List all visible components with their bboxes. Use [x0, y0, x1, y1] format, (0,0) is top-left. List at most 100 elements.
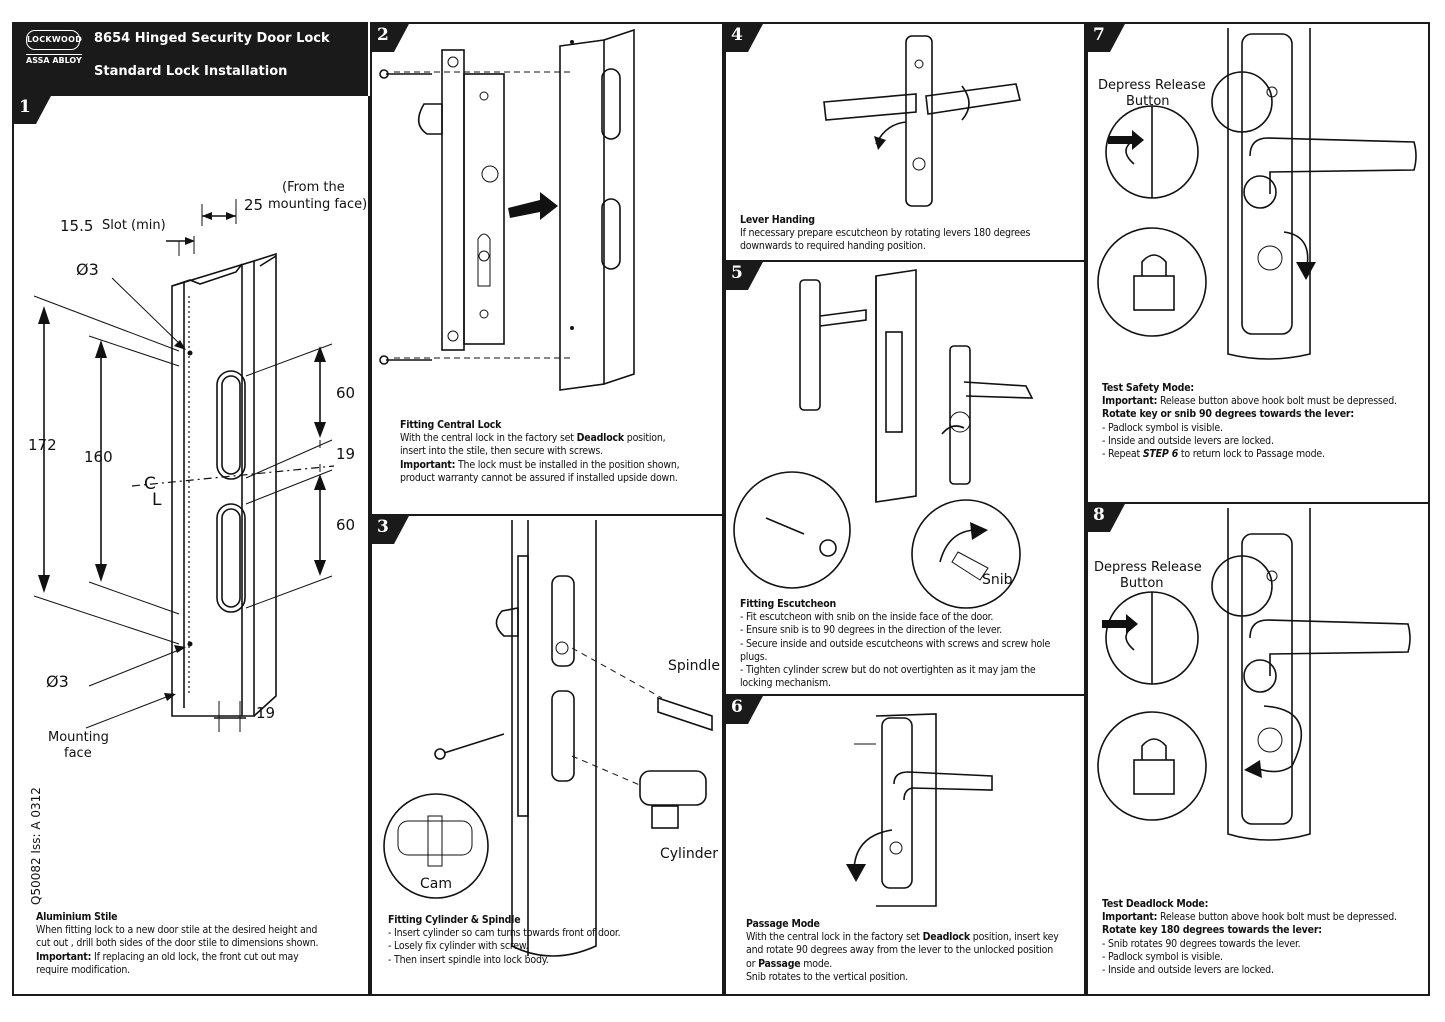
text-run-bold: STEP 6 — [1142, 448, 1179, 461]
panel-6-line: and rotate 90 degrees away from the leve… — [746, 944, 1053, 957]
panel-8-line: - Snib rotates 90 degrees towards the le… — [1102, 937, 1301, 950]
panel-8-important: Important: Release button above hook bol… — [1102, 911, 1428, 924]
panel-3-line: - Losely fix cylinder with screw. — [388, 940, 529, 953]
text-run-bold: Rotate key or snib 90 degrees towards th… — [1102, 408, 1354, 421]
document-subtitle: Standard Lock Installation — [94, 64, 288, 79]
panel-2-text: Fitting Central Lock With the central lo… — [400, 419, 720, 485]
panel-7-important: Important: Release button above hook bol… — [1102, 395, 1428, 408]
document-title: 8654 Hinged Security Door Lock — [94, 31, 330, 46]
panel-4-lever-handing: 4 Lever Handing If necessary prepare esc… — [724, 22, 1086, 262]
panel-7-bold-line: Rotate key or snib 90 degrees towards th… — [1102, 408, 1428, 421]
escutcheon-drawing — [733, 269, 1034, 609]
centerline-c: C — [144, 474, 156, 494]
dim-60-lower: 60 — [336, 516, 356, 534]
panel-7-line: - Inside and outside levers are locked. — [1102, 434, 1274, 447]
cylinder-spindle-drawing — [383, 520, 713, 957]
panel-5-fitting-escutcheon: 5 Snib Fitting Escutcheon - Fit escutche… — [724, 260, 1086, 696]
panel-6-heading: Passage Mode — [746, 918, 820, 930]
panel-7-line: - Padlock symbol is visible. — [1102, 421, 1223, 434]
panel-1-text: Aluminium Stile When fitting lock to a n… — [36, 911, 366, 977]
important-text: The lock must be installed in the positi… — [455, 458, 680, 471]
panel-5-line: - Tighten cylinder screw but do not over… — [740, 664, 1036, 677]
text-run-bold: Deadlock — [576, 432, 625, 445]
dim-25: 25 — [244, 196, 264, 214]
panel-2-heading: Fitting Central Lock — [400, 419, 502, 431]
panel-8-bold-line: Rotate key 180 degrees towards the lever… — [1102, 924, 1428, 937]
important-label: Important: — [400, 458, 456, 471]
panel-7-text: Test Safety Mode: Important: Release but… — [1102, 382, 1428, 461]
panel-3-fitting-cylinder-spindle: 3 Spindle Cylinder — [370, 514, 724, 996]
panel-2-fitting-central-lock: 2 — [370, 22, 724, 516]
important-text: If replacing an old lock, the front cut … — [91, 950, 299, 963]
dim-19-bottom: 19 — [256, 704, 276, 722]
label-depress-release: Depress Release — [1094, 560, 1202, 575]
panel-2-important: Important: The lock must be installed in… — [400, 459, 720, 472]
panel-8-line: - Padlock symbol is visible. — [1102, 950, 1223, 963]
dim-172: 172 — [28, 436, 57, 454]
panel-3-line: - Then insert spindle into lock body. — [388, 953, 549, 966]
panel-5-line: - Ensure snib is to 90 degrees in the di… — [740, 624, 1002, 637]
panel-1-line: require modification. — [36, 963, 130, 976]
text-run-bold: Deadlock — [922, 931, 971, 944]
passage-mode-drawing — [846, 713, 993, 907]
panel-3-text: Fitting Cylinder & Spindle - Insert cyli… — [388, 914, 718, 967]
panel-6-line: Snib rotates to the vertical position. — [746, 970, 908, 983]
stile-dimension-drawing — [33, 199, 335, 732]
panel-6-text: Passage Mode With the central lock in th… — [746, 918, 1082, 984]
panel-1-aluminium-stile: 1 — [12, 96, 370, 996]
dim-phi3-bottom: Ø3 — [46, 672, 69, 691]
panel-3-heading: Fitting Cylinder & Spindle — [388, 914, 521, 926]
panel-8-test-deadlock-mode: 8 Depress Release Button Test Deadlock M… — [1086, 502, 1430, 996]
dim-label-from-mounting-2: mounting face) — [268, 197, 368, 212]
text-run-bold: Rotate key 180 degrees towards the lever… — [1102, 924, 1322, 937]
panel-8-text: Test Deadlock Mode: Important: Release b… — [1102, 898, 1428, 977]
important-label: Important: — [36, 950, 92, 963]
panel-4-line: downwards to required handing position. — [740, 240, 926, 253]
label-depress-release-2: Button — [1126, 94, 1170, 109]
panel-8-heading: Test Deadlock Mode: — [1102, 898, 1209, 910]
panel-4-heading: Lever Handing — [740, 214, 815, 226]
dim-15-5: 15.5 — [60, 217, 94, 235]
panel-7-repeat: - Repeat STEP 6 to return lock to Passag… — [1102, 448, 1428, 461]
text-run: or — [746, 957, 759, 970]
panel-8-line: - Inside and outside levers are locked. — [1102, 964, 1274, 977]
sub-brand: ASSA ABLOY — [26, 54, 82, 65]
panel-5-line: - Fit escutcheon with snib on the inside… — [740, 611, 994, 624]
panel-6-line: or Passage mode. — [746, 958, 1082, 971]
label-snib: Snib — [982, 572, 1013, 588]
dim-19-middle: 19 — [336, 445, 356, 463]
text-run: position, — [624, 432, 666, 445]
panel-4-text: Lever Handing If necessary prepare escut… — [740, 214, 1080, 254]
panel-7-heading: Test Safety Mode: — [1102, 382, 1194, 394]
label-depress-release-2: Button — [1120, 576, 1164, 591]
panel-4-line: If necessary prepare escutcheon by rotat… — [740, 227, 1031, 240]
important-text: Release button above hook bolt must be d… — [1157, 911, 1397, 924]
header-block: LOCKWOOD ASSA ABLOY 8654 Hinged Security… — [12, 22, 368, 98]
dim-slot-min: Slot (min) — [102, 218, 166, 233]
centerline-l: L — [152, 490, 162, 510]
safety-mode-drawing — [1097, 28, 1417, 360]
label-depress-release: Depress Release — [1098, 78, 1206, 93]
dim-60-upper: 60 — [336, 384, 356, 402]
panel-6-line: With the central lock in the factory set… — [746, 931, 1082, 944]
label-spindle: Spindle — [668, 658, 720, 674]
important-label: Important: — [1102, 911, 1158, 924]
panel-5-line: - Secure inside and outside escutcheons … — [740, 637, 1051, 650]
important-label: Important: — [1102, 395, 1158, 408]
label-mounting-face: Mounting — [48, 730, 109, 745]
panel-5-line: locking mechanism. — [740, 677, 831, 690]
panel-6-passage-mode: 6 Passage Mode With the central lock in … — [724, 694, 1086, 996]
text-run: With the central lock in the factory set — [746, 931, 923, 944]
text-run: to return lock to Passage mode. — [1178, 448, 1325, 461]
label-mounting-face-2: face — [64, 746, 92, 761]
panel-1-important: Important: If replacing an old lock, the… — [36, 951, 366, 964]
panel-1-heading: Aluminium Stile — [36, 911, 118, 923]
panel-7-test-safety-mode: 7 Depress Release Button Test Safety Mod… — [1086, 22, 1430, 504]
text-run: mode. — [800, 957, 833, 970]
panel-3-line: - Insert cylinder so cam turns towards f… — [388, 927, 621, 940]
panel-5-heading: Fitting Escutcheon — [740, 598, 837, 610]
panel-1-line: cut out , drill both sides of the door s… — [36, 937, 319, 950]
label-cam: Cam — [420, 876, 452, 892]
text-run: - Repeat — [1102, 448, 1143, 461]
